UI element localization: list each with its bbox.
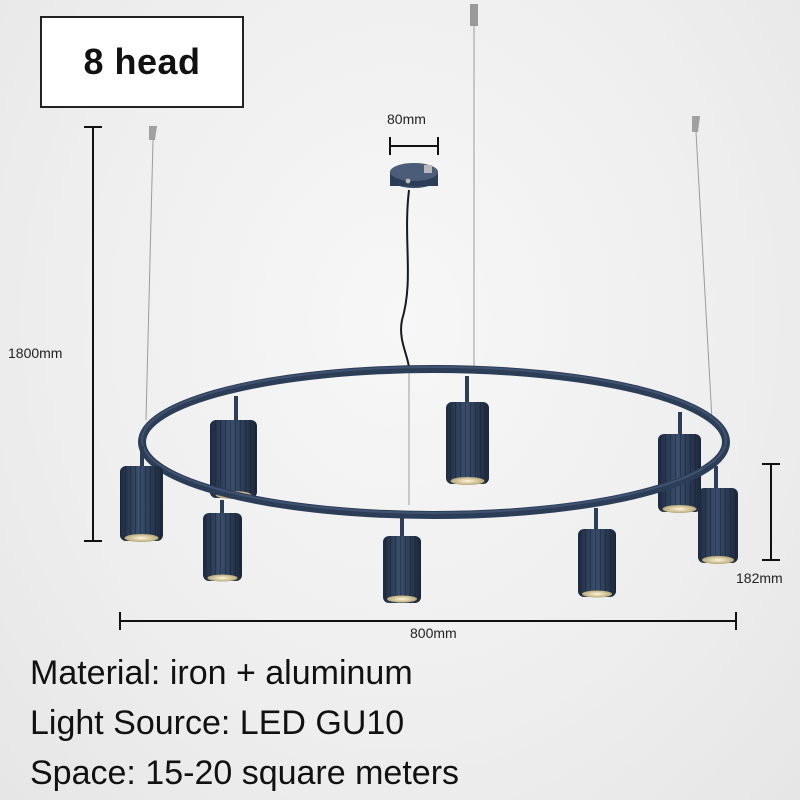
ring-diameter-label: 800mm — [410, 625, 457, 641]
suspension-wires — [145, 26, 713, 505]
dimension-lines — [84, 126, 780, 630]
ceiling-clips — [149, 4, 700, 140]
head-count-badge: 8 head — [40, 16, 244, 108]
back-lamps — [210, 376, 701, 513]
lamp-height-label: 182mm — [736, 570, 783, 586]
ceiling-canopy — [390, 163, 438, 188]
drop-height-label: 1800mm — [8, 345, 63, 361]
material-spec: Material: iron + aluminum — [30, 654, 413, 692]
canopy-width-label: 80mm — [387, 111, 426, 127]
power-cord — [400, 189, 410, 369]
front-lamps — [120, 446, 738, 603]
light-source-spec: Light Source: LED GU10 — [30, 704, 405, 742]
space-spec: Space: 15-20 square meters — [30, 754, 460, 792]
spec-list: Material: iron + aluminum Light Source: … — [30, 648, 459, 798]
